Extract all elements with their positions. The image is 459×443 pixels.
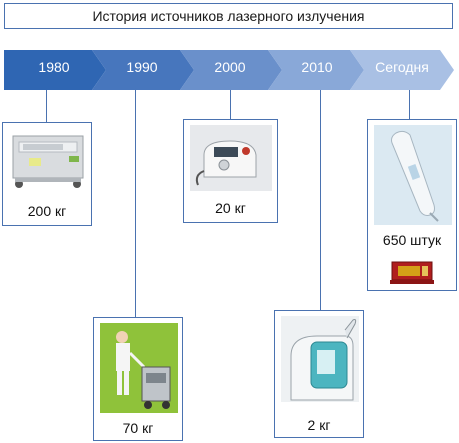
era-segment-1980: [4, 50, 106, 90]
connector-2010: [320, 90, 321, 310]
connector-today: [409, 90, 410, 119]
device-card-2010: 2 кг: [274, 310, 364, 438]
large-laser-cabinet-icon: [12, 135, 84, 188]
connector-2000: [230, 90, 231, 119]
era-segment-today: [350, 50, 454, 90]
timeline-arrows: [4, 50, 454, 90]
era-label-2000: 2000: [214, 59, 246, 75]
device-weight-1990: 70 кг: [122, 420, 154, 436]
handheld-laser-icon: [374, 125, 452, 225]
era-segment-2000: [180, 50, 282, 90]
era-label-today: Сегодня: [375, 59, 429, 75]
device-weight-2010: 2 кг: [307, 417, 331, 433]
timeline-band: 1980 1990 2000 2010 Сегодня: [0, 50, 459, 90]
device-count-today: 650 штук: [382, 232, 442, 248]
wheeled-laser-cart-icon: [100, 323, 178, 413]
diagram-title: История источников лазерного излучения: [4, 3, 453, 29]
compact-laser-module-icon: [281, 316, 359, 402]
era-label-2010: 2010: [301, 59, 333, 75]
device-card-1990: 70 кг: [93, 317, 183, 441]
device-weight-2000: 20 кг: [215, 200, 246, 216]
era-label-1990: 1990: [126, 59, 158, 75]
device-card-2000: 20 кг: [183, 119, 278, 223]
connector-1980: [46, 90, 47, 122]
era-label-1980: 1980: [38, 59, 70, 75]
diode-chip-icon: [390, 261, 434, 284]
device-card-today: 650 штук: [367, 119, 457, 291]
era-segment-1990: [92, 50, 194, 90]
device-weight-1980: 200 кг: [27, 203, 67, 219]
era-segment-2010: [268, 50, 364, 90]
device-card-1980: 200 кг: [2, 122, 92, 226]
connector-1990: [135, 90, 136, 317]
desktop-laser-unit-icon: [190, 125, 272, 191]
